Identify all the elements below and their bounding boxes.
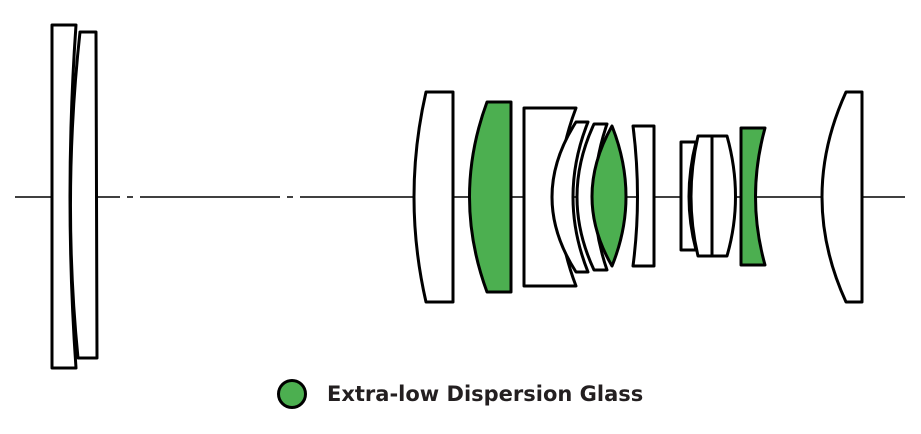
lens-element-6 <box>550 120 590 274</box>
lens-element-3 <box>412 90 455 304</box>
lens-element-13-ed <box>739 126 767 267</box>
lens-element-12 <box>710 134 737 258</box>
lens-element-2 <box>68 30 99 360</box>
lens-element-14 <box>820 90 864 304</box>
legend: Extra-low Dispersion Glass <box>277 376 643 412</box>
lens-element-11 <box>689 134 714 258</box>
lens-element-9 <box>631 124 656 268</box>
lens-element-8-ed <box>590 124 628 268</box>
legend-ed-swatch <box>277 379 307 409</box>
lens-element-4-ed <box>468 100 513 294</box>
legend-ed-label: Extra-low Dispersion Glass <box>327 382 644 406</box>
